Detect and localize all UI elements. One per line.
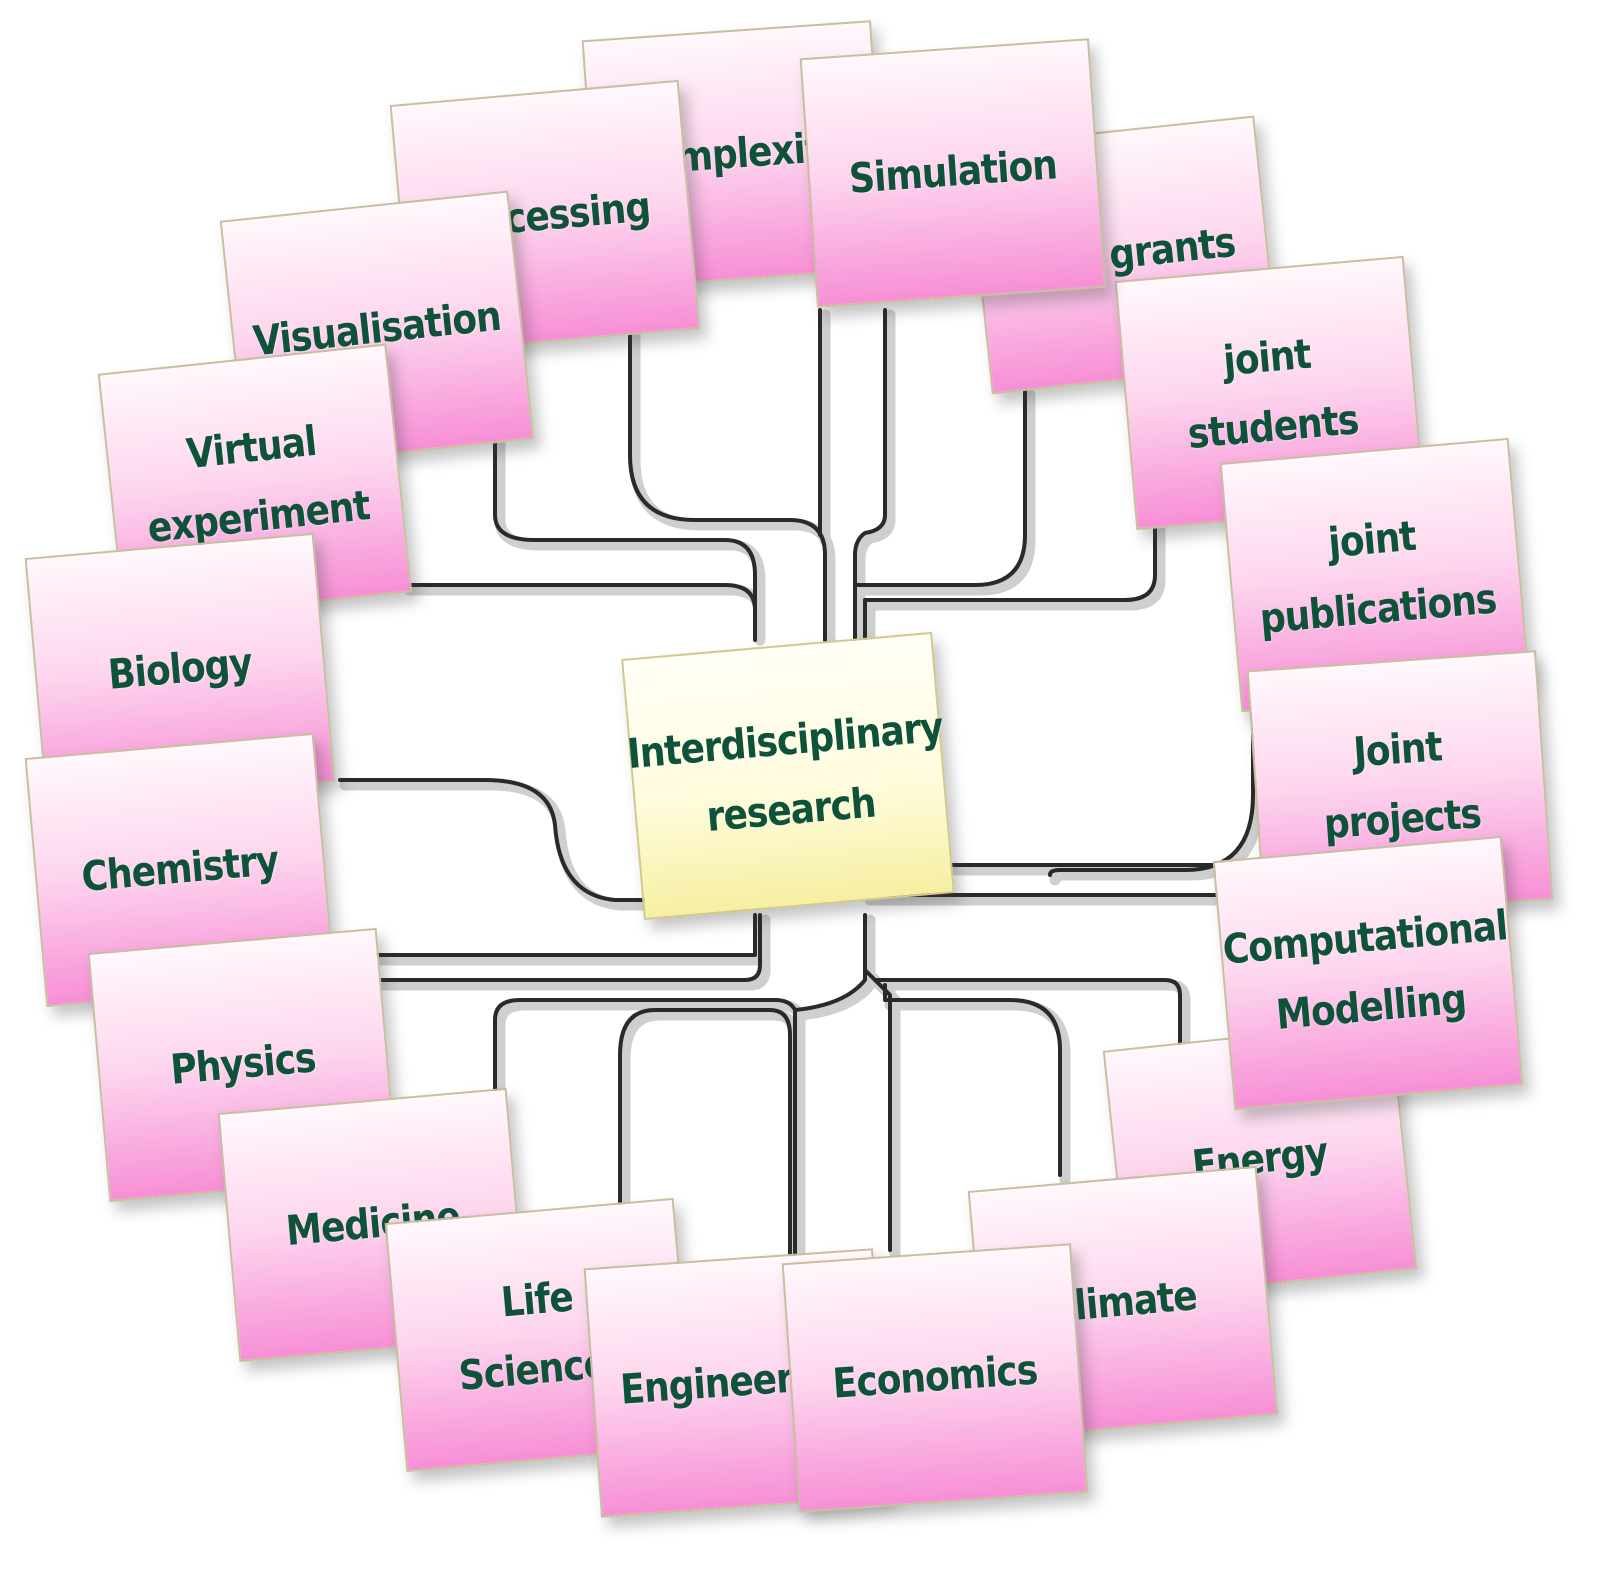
connector-halo-virtual-experiment bbox=[404, 584, 766, 621]
connector-halo-joint-publications bbox=[1049, 699, 1264, 886]
note-label: joint students bbox=[1185, 331, 1361, 459]
connector-halo-physics bbox=[374, 914, 771, 991]
connector-halo-biology bbox=[339, 779, 658, 911]
note-computational-modelling[interactable]: Computational Modelling bbox=[1212, 835, 1524, 1111]
connector-joint-students bbox=[863, 513, 1157, 647]
note-label: Computational Modelling bbox=[1220, 902, 1510, 1040]
connector-energy bbox=[873, 978, 1182, 1057]
note-label: Biology bbox=[106, 640, 254, 700]
connector-halo-climate bbox=[884, 984, 1071, 1186]
connector-life-sciences bbox=[618, 1008, 792, 1257]
connector-physics bbox=[373, 913, 762, 982]
connector-virtual-experiment bbox=[403, 583, 757, 612]
connector-halo-engineering bbox=[794, 914, 876, 1266]
connector-processing bbox=[628, 323, 827, 642]
note-economics[interactable]: Economics bbox=[781, 1243, 1089, 1513]
note-label: Economics bbox=[831, 1347, 1039, 1409]
connector-strokes bbox=[338, 308, 1272, 1257]
note-label: Chemistry bbox=[79, 838, 281, 902]
connector-biology bbox=[338, 778, 649, 902]
connector-climate bbox=[883, 983, 1062, 1177]
connector-visualisation bbox=[493, 423, 757, 642]
note-simulation[interactable]: Simulation bbox=[799, 38, 1107, 308]
connector-joint-publications bbox=[1048, 698, 1255, 877]
connector-economics bbox=[863, 968, 892, 1252]
connector-engineering bbox=[793, 913, 867, 1257]
connector-halo-simulation bbox=[854, 309, 896, 646]
connector-joint-grants bbox=[853, 388, 1027, 587]
connector-chemistry bbox=[368, 913, 757, 957]
connector-simulation bbox=[853, 308, 887, 642]
note-label: Simulation bbox=[847, 142, 1059, 204]
center-topic-label: Interdisciplinary research bbox=[625, 704, 945, 842]
connector-halo-joint-grants bbox=[854, 389, 1036, 596]
note-label: joint publications bbox=[1258, 513, 1499, 644]
connector-medicine bbox=[493, 998, 797, 1107]
center-topic-note[interactable]: Interdisciplinary research bbox=[621, 631, 955, 921]
connector-halo-joint-students bbox=[864, 514, 1166, 656]
note-label: Physics bbox=[168, 1035, 318, 1095]
